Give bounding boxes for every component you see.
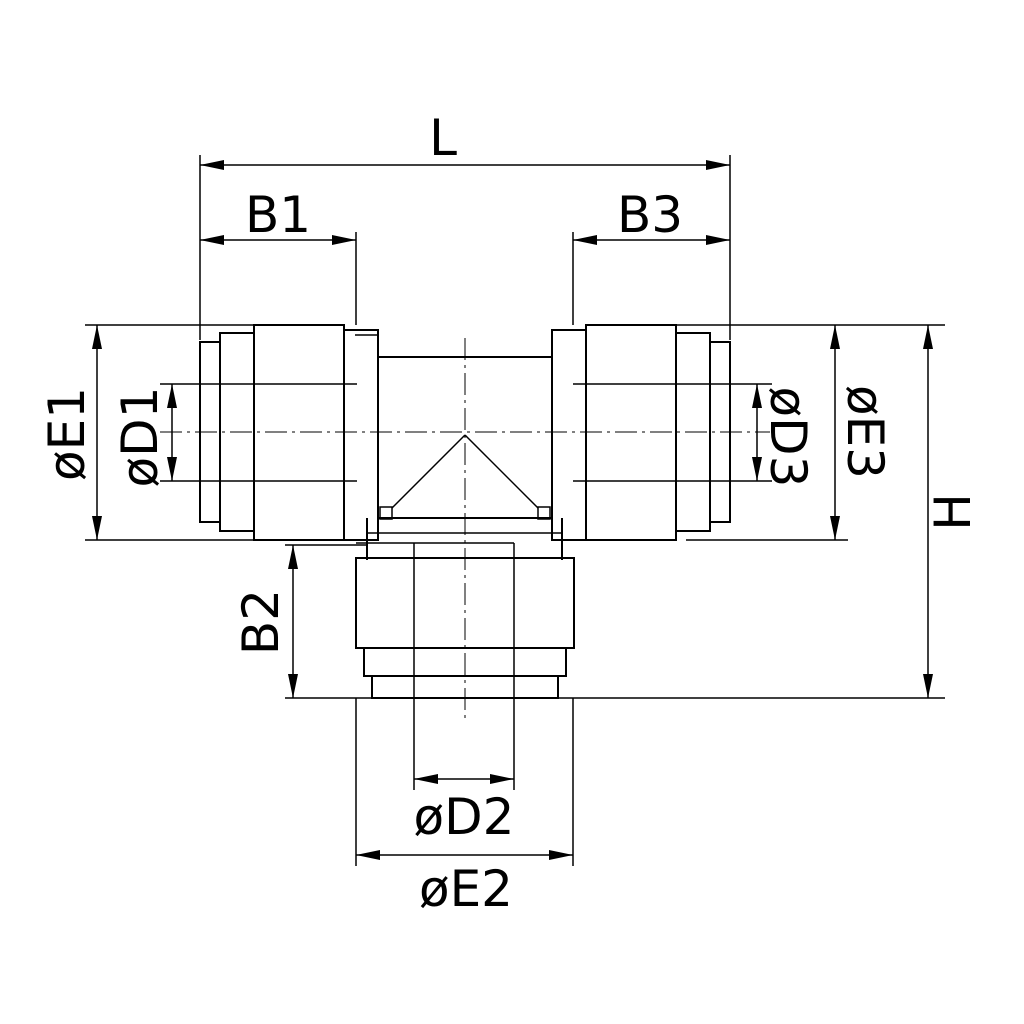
center-lines bbox=[160, 338, 770, 718]
extension-lines bbox=[85, 155, 945, 866]
label-e1: øE1 bbox=[38, 387, 96, 481]
label-e3: øE3 bbox=[836, 385, 894, 479]
label-b1: B1 bbox=[245, 186, 311, 244]
left-port bbox=[199, 324, 379, 541]
bottom-port bbox=[355, 542, 575, 699]
label-l: L bbox=[429, 109, 457, 167]
label-d3: øD3 bbox=[759, 387, 817, 488]
label-d2: øD2 bbox=[414, 788, 515, 846]
label-e2: øE2 bbox=[419, 860, 513, 918]
label-b3: B3 bbox=[617, 186, 683, 244]
label-b2: B2 bbox=[232, 589, 290, 655]
dimension-labels: L B1 B3 B2 H øE1 øD1 øD3 øE3 øD2 øE2 bbox=[38, 109, 982, 918]
label-d1: øD1 bbox=[111, 387, 169, 488]
fitting-outline bbox=[199, 324, 731, 699]
right-port bbox=[551, 324, 731, 541]
label-h: H bbox=[924, 493, 982, 531]
dimension-lines bbox=[92, 160, 933, 860]
